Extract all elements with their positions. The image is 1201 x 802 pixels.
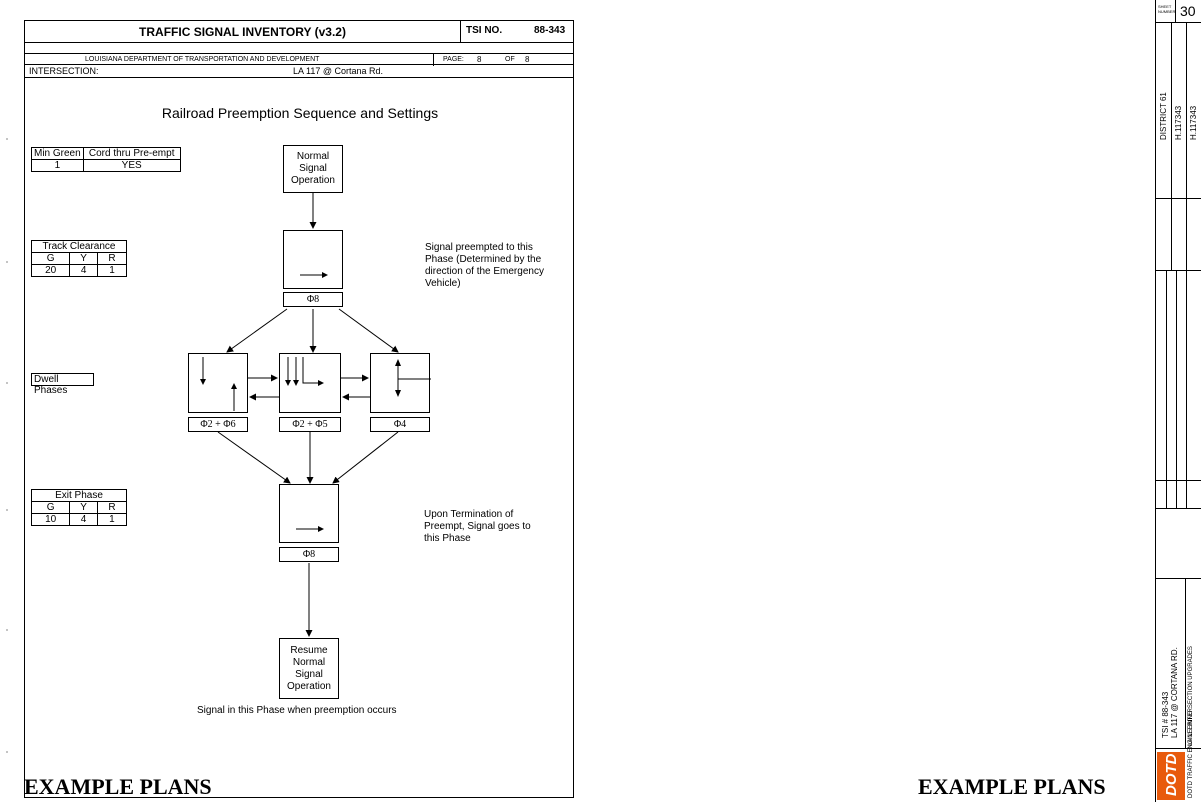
divider [1186, 198, 1187, 270]
preempt-phase-label: Φ8 [283, 292, 343, 307]
dwell-phase-label-1: Φ2 + Φ6 [188, 417, 248, 432]
tc-g-value: 20 [30, 264, 71, 277]
intersection-row: INTERSECTION: LA 117 @ Cortana Rd. [25, 65, 573, 78]
project-cell: TSI # 88-343 LA 117 @ CORTANA RD. LA 117… [1156, 578, 1201, 749]
district-cell: DISTRICT 61 H.117343 H.117343 [1156, 22, 1201, 199]
intersection-label: INTERSECTION: [29, 66, 99, 76]
resume-operation-node: Resume Normal Signal Operation [279, 638, 339, 699]
watermark-right: EXAMPLE PLANS [918, 774, 1106, 799]
sheet-number-label: SHEET NUMBER [1158, 4, 1176, 14]
district-text: DISTRICT 61 [1159, 92, 1168, 140]
preempt-note: Signal preempted to this Phase (Determin… [425, 242, 544, 289]
divider [1186, 270, 1187, 508]
agency-row: LOUISIANA DEPARTMENT OF TRANSPORTATION A… [25, 53, 573, 66]
tc-r-value: 1 [96, 264, 128, 277]
two-way-vertical-arrow-icon [395, 359, 431, 397]
dwell-phase-node-1 [188, 353, 248, 413]
preempt-phase-node [283, 230, 343, 289]
dwell-phase-label-2: Φ2 + Φ5 [279, 417, 341, 432]
intersection-value: LA 117 @ Cortana Rd. [293, 66, 384, 76]
watermark-left: EXAMPLE PLANS [24, 774, 212, 799]
page-number: 8 [477, 55, 482, 64]
revision-grid [1156, 270, 1201, 509]
agency-name: LOUISIANA DEPARTMENT OF TRANSPORTATION A… [85, 56, 320, 63]
divider [1156, 480, 1201, 481]
termination-note: Upon Termination of Preempt, Signal goes… [424, 509, 531, 544]
ep-r-value: 1 [96, 513, 128, 526]
tsi-line: TSI # 88-343 [1161, 691, 1170, 738]
exit-phase-node [279, 484, 339, 543]
sheet-number: 30 [1180, 3, 1196, 19]
sheet-title: TRAFFIC SIGNAL INVENTORY (v3.2) [139, 25, 346, 39]
normal-operation-node: Normal Signal Operation [283, 145, 343, 193]
ep-g-value: 10 [30, 513, 71, 526]
sheet-number-cell: SHEET NUMBER 30 [1156, 0, 1201, 23]
of-label: OF [505, 56, 515, 63]
inventory-sheet: TRAFFIC SIGNAL INVENTORY (v3.2) TSI NO. … [24, 20, 574, 798]
divider [1171, 22, 1172, 198]
title-block: SHEET NUMBER 30 DISTRICT 61 H.117343 H.1… [1155, 0, 1201, 802]
dwell-phases-label: Dwell Phases [31, 373, 94, 396]
page-label: PAGE: [443, 56, 464, 63]
dept-text: DOTD TRAFFIC ENGINEERING [1188, 710, 1194, 798]
blank-cell [1156, 508, 1201, 579]
divider [433, 54, 434, 66]
divider [1176, 270, 1177, 508]
tsi-value: 88-343 [534, 25, 566, 36]
logo-text: DOTD [1163, 753, 1180, 797]
divider [460, 21, 461, 43]
divider [1171, 198, 1172, 270]
north-south-arrows-icon [200, 357, 237, 411]
page-total: 8 [525, 55, 530, 64]
location-line: LA 117 @ CORTANA RD. [1170, 647, 1179, 738]
tsi-label: TSI NO. [466, 25, 503, 36]
designer-cell [1156, 198, 1201, 271]
divider [1185, 578, 1186, 748]
dwell-phase-node-3 [370, 353, 431, 413]
margin-ticks [6, 138, 8, 753]
diagram-title: Railroad Preemption Sequence and Setting… [161, 105, 439, 121]
right-arrow-icon [296, 526, 324, 532]
flow-connectors [217, 193, 399, 637]
project-number-1: H.117343 [1174, 105, 1183, 140]
project-number-2: H.117343 [1189, 105, 1198, 140]
divider [1166, 270, 1167, 508]
legend-note: Signal in this Phase when preemption occ… [197, 705, 397, 716]
dotd-logo: DOTD [1157, 752, 1185, 800]
min-green-value: 1 [31, 159, 84, 172]
divider [1175, 0, 1176, 22]
dwell-phase-node-2 [279, 353, 341, 413]
exit-phase-label: Φ8 [279, 547, 339, 562]
right-arrow-icon [300, 272, 328, 278]
through-left-arrows-icon [285, 357, 324, 386]
coord-value: YES [82, 159, 181, 172]
header-row: TRAFFIC SIGNAL INVENTORY (v3.2) TSI NO. … [25, 21, 573, 43]
dwell-phase-label-3: Φ4 [370, 417, 430, 432]
divider [1186, 22, 1187, 198]
